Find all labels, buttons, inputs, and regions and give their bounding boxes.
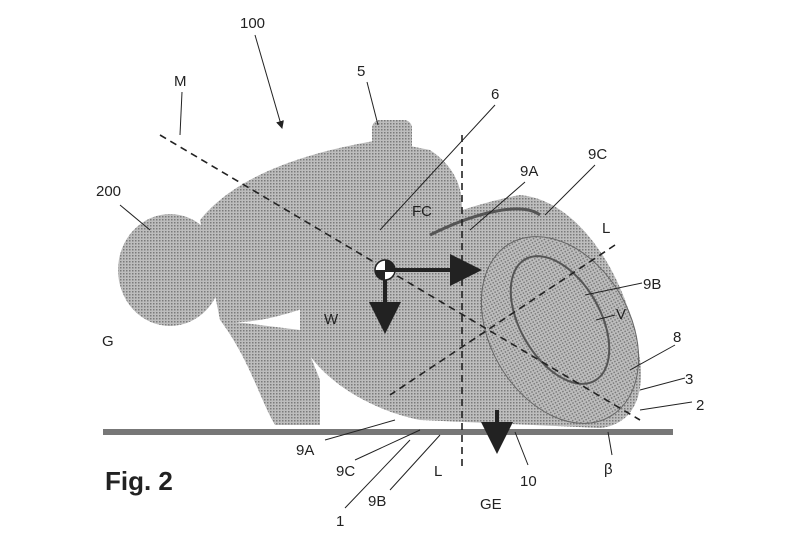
label-L-bottom: L	[434, 463, 442, 480]
label-beta: β	[604, 461, 613, 478]
label-6: 6	[491, 86, 499, 103]
label-5: 5	[357, 63, 365, 80]
label-9B-bottom: 9B	[368, 493, 386, 510]
figure-caption: Fig. 2	[105, 466, 173, 496]
label-9C-top: 9C	[588, 146, 607, 163]
axis-L-tilted	[389, 244, 616, 396]
rider-shape	[118, 120, 462, 425]
label-8: 8	[673, 329, 681, 346]
label-100: 100	[240, 15, 265, 32]
label-9A-top: 9A	[520, 163, 538, 180]
label-3: 3	[685, 371, 693, 388]
label-2: 2	[696, 397, 704, 414]
motorcycle-shape	[300, 195, 641, 428]
label-M: M	[174, 73, 187, 90]
label-V: V	[616, 306, 626, 323]
label-GE: GE	[480, 496, 502, 513]
label-G: G	[102, 333, 114, 350]
label-9B-right: 9B	[643, 276, 661, 293]
label-9A-bottom: 9A	[296, 442, 314, 459]
label-10: 10	[520, 473, 537, 490]
label-1: 1	[336, 513, 344, 530]
ground-line	[103, 429, 673, 435]
leader-lines	[119, 34, 693, 509]
label-9C-bottom: 9C	[336, 463, 355, 480]
label-FC: FC	[412, 203, 432, 220]
label-L-top: L	[602, 220, 610, 237]
label-200: 200	[96, 183, 121, 200]
label-W: W	[324, 311, 339, 328]
axis-M	[159, 134, 641, 421]
